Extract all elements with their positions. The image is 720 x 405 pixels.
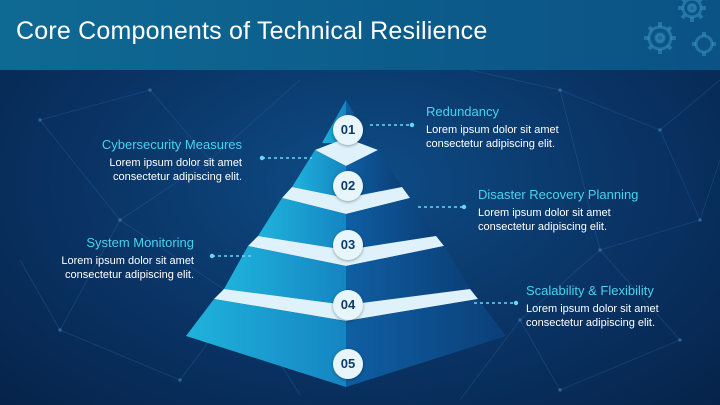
title-bar: Core Components of Technical Resilience bbox=[0, 0, 720, 70]
label-title: Redundancy bbox=[426, 104, 499, 119]
connector-dot-5 bbox=[513, 300, 519, 306]
label-description: Lorem ipsum dolor sit amet consectetur a… bbox=[109, 157, 242, 183]
connector-dot-2 bbox=[259, 155, 265, 161]
label-title: Scalability & Flexibility bbox=[526, 283, 654, 298]
level-badge-03: 03 bbox=[333, 230, 363, 260]
label-cybersecurity-measures: Cybersecurity Measures Lorem ipsum dolor… bbox=[2, 137, 242, 184]
pyramid-tier-5-right bbox=[346, 299, 506, 387]
connector-dot-1 bbox=[409, 122, 415, 128]
connector-dot-4 bbox=[209, 253, 215, 259]
label-description: Lorem ipsum dolor sit amet consectetur a… bbox=[426, 124, 559, 150]
pyramid-tier-2-left bbox=[292, 150, 346, 198]
level-badge-05: 05 bbox=[333, 349, 363, 379]
slide-title: Core Components of Technical Resilience bbox=[16, 17, 488, 45]
level-badge-02: 02 bbox=[333, 171, 363, 201]
pyramid-tier-4-right bbox=[346, 246, 470, 305]
level-badge-04: 04 bbox=[333, 290, 363, 320]
label-disaster-recovery-planning: Disaster Recovery Planning Lorem ipsum d… bbox=[478, 187, 718, 234]
label-redundancy: Redundancy Lorem ipsum dolor sit amet co… bbox=[426, 104, 666, 151]
pyramid-tier-3-right bbox=[346, 198, 436, 250]
pyramid-band-1 bbox=[315, 138, 378, 166]
pyramid-tier-4-left bbox=[224, 246, 346, 305]
connector-dot-3 bbox=[461, 204, 467, 210]
label-description: Lorem ipsum dolor sit amet consectetur a… bbox=[478, 207, 611, 233]
label-scalability-flexibility: Scalability & Flexibility Lorem ipsum do… bbox=[526, 283, 720, 330]
label-title: System Monitoring bbox=[86, 235, 194, 250]
level-badge-01: 01 bbox=[333, 115, 363, 145]
gear-icon bbox=[644, 0, 716, 56]
pyramid-tier-5-left bbox=[186, 299, 346, 387]
label-title: Disaster Recovery Planning bbox=[478, 187, 639, 202]
label-title: Cybersecurity Measures bbox=[101, 137, 242, 152]
label-description: Lorem ipsum dolor sit amet consectetur a… bbox=[526, 303, 659, 329]
label-description: Lorem ipsum dolor sit amet consectetur a… bbox=[61, 255, 194, 281]
label-system-monitoring: System Monitoring Lorem ipsum dolor sit … bbox=[0, 235, 194, 282]
pyramid-tier-3-left bbox=[258, 198, 346, 250]
